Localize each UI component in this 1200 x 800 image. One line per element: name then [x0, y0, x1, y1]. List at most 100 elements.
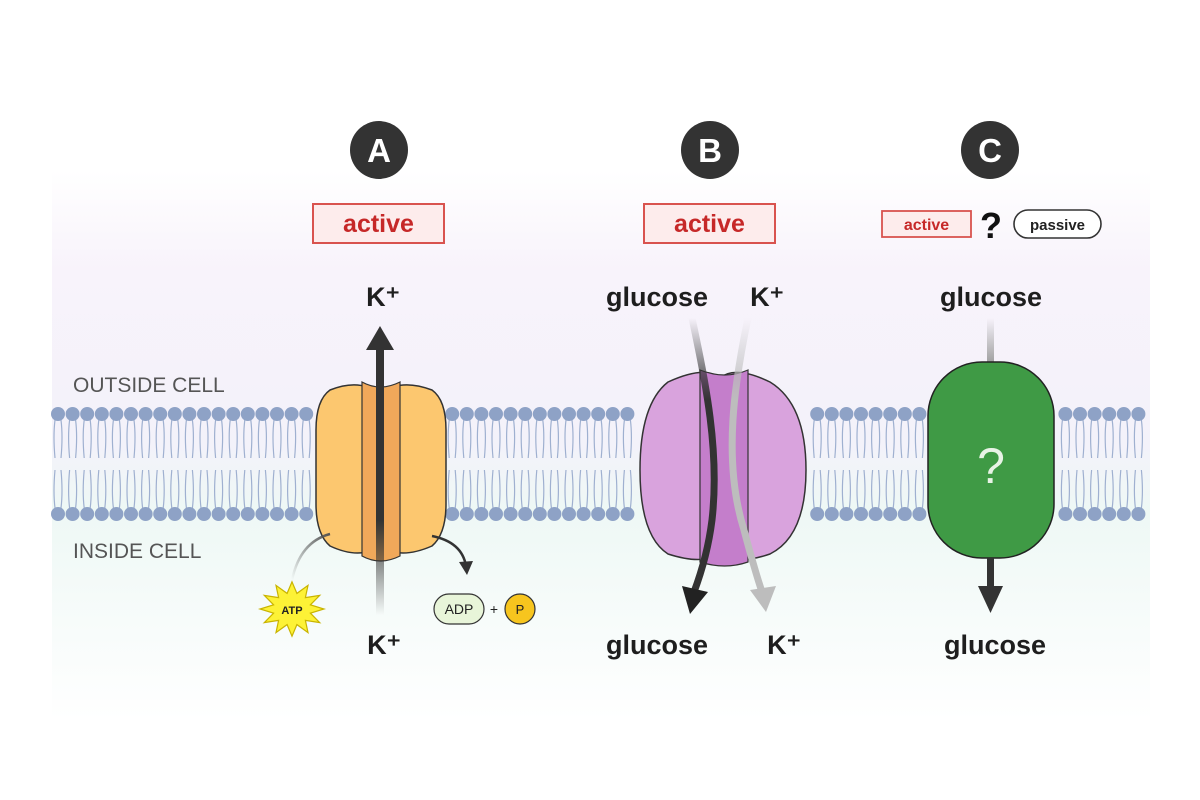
atp-burst-icon	[257, 580, 327, 638]
lipid-head	[532, 407, 547, 421]
lipid-head	[810, 507, 825, 521]
panel-b-badge	[681, 121, 739, 179]
lipid-head	[138, 507, 153, 521]
lipid-head	[124, 407, 138, 421]
lipid-head	[240, 407, 255, 421]
phosphate-circle	[504, 593, 536, 625]
lipid-head	[1073, 507, 1087, 521]
lipid-head	[1087, 507, 1102, 521]
lipid-tail	[841, 419, 851, 509]
lipid-head	[270, 407, 284, 421]
lipid-tail	[885, 419, 895, 509]
plus-sign: +	[490, 601, 498, 617]
lipid-head	[591, 507, 606, 521]
lipid-head	[1058, 407, 1073, 421]
lipid-tail	[126, 419, 136, 509]
lipid-head	[284, 507, 299, 521]
lipid-head	[810, 407, 825, 421]
lipid-tail	[579, 419, 589, 509]
panel-c-top-glucose: glucose	[940, 282, 1042, 312]
lipid-tail	[564, 419, 574, 509]
lipid-head	[897, 507, 912, 521]
k-ion-path-arrowhead	[750, 586, 776, 612]
lipid-tail	[462, 419, 472, 509]
lipid-head	[299, 507, 314, 521]
panel-b-mode-box	[643, 203, 776, 244]
inside-cell-label: INSIDE CELL	[73, 540, 201, 563]
lipid-tail	[228, 419, 238, 509]
adp-pill	[433, 593, 485, 625]
lipid-head	[255, 507, 270, 521]
panel-b-bottom-glucose: glucose	[606, 630, 708, 660]
lipid-head	[80, 507, 95, 521]
lipid-head	[854, 507, 868, 521]
lipid-head	[226, 407, 241, 421]
lipid-head	[51, 407, 65, 421]
lipid-head	[503, 507, 518, 521]
lipid-tail	[214, 419, 224, 509]
panel-a-mode-label: active	[343, 210, 414, 238]
lipid-head	[883, 507, 898, 521]
lipid-head	[255, 407, 270, 421]
lipid-tail	[1119, 419, 1129, 509]
active-option-label: active	[904, 217, 949, 234]
lipid-tail	[257, 419, 267, 509]
lipid-tail	[856, 419, 866, 509]
lipid-head	[109, 407, 124, 421]
lipid-head	[897, 407, 912, 421]
unknown-transporter-mark: ?	[977, 438, 1005, 494]
lipid-tail	[68, 419, 78, 509]
lipid-head	[94, 507, 109, 521]
lipid-tail	[1075, 419, 1085, 509]
lipid-head	[474, 507, 489, 521]
lipid-tail	[476, 419, 486, 509]
lipid-head	[1102, 507, 1117, 521]
lipid-head	[1102, 407, 1117, 421]
lipid-head	[1131, 407, 1146, 421]
lipid-head	[299, 407, 314, 421]
lipid-head	[226, 507, 241, 521]
unknown-entry-line	[987, 318, 994, 364]
lipid-tail	[622, 419, 632, 509]
lipid-head	[824, 507, 839, 521]
panel-c-badge	[961, 121, 1019, 179]
lipid-head	[211, 407, 226, 421]
lipid-head	[124, 507, 138, 521]
lipid-tail	[900, 419, 910, 509]
lipid-head	[1116, 507, 1131, 521]
lipid-head	[240, 507, 255, 521]
lipid-head	[1131, 507, 1146, 521]
lipid-tail	[491, 419, 501, 509]
lipid-head	[65, 407, 80, 421]
lipid-tail	[82, 419, 92, 509]
lipid-head	[182, 407, 197, 421]
lipid-head	[167, 507, 182, 521]
lipid-tail	[1133, 419, 1143, 509]
lipid-head	[1073, 407, 1087, 421]
lipid-tail	[272, 419, 282, 509]
lipid-head	[182, 507, 197, 521]
choice-question-mark: ?	[980, 205, 1002, 246]
panel-b-top-ion: K⁺	[750, 282, 784, 312]
lipid-head	[503, 407, 518, 421]
lipid-head	[868, 507, 883, 521]
panel-c-bottom-glucose: glucose	[944, 630, 1046, 660]
atp-arc	[290, 532, 331, 581]
lipid-head	[109, 507, 124, 521]
lipid-head	[138, 407, 153, 421]
panel-a-bottom-ion: K⁺	[367, 630, 401, 660]
lipid-tail	[301, 419, 311, 509]
lipid-head	[167, 407, 182, 421]
active-option-box	[881, 210, 972, 238]
lipid-head	[94, 407, 109, 421]
lipid-head	[576, 507, 591, 521]
atp-label: ATP	[281, 605, 302, 617]
phosphate-label: P	[516, 602, 525, 617]
lipid-tail	[184, 419, 194, 509]
k-ion-arrowhead	[366, 326, 394, 350]
lipid-head	[868, 407, 883, 421]
lipid-tail	[608, 419, 618, 509]
panel-c: C active ? passive glucose ? glucose	[881, 121, 1102, 660]
